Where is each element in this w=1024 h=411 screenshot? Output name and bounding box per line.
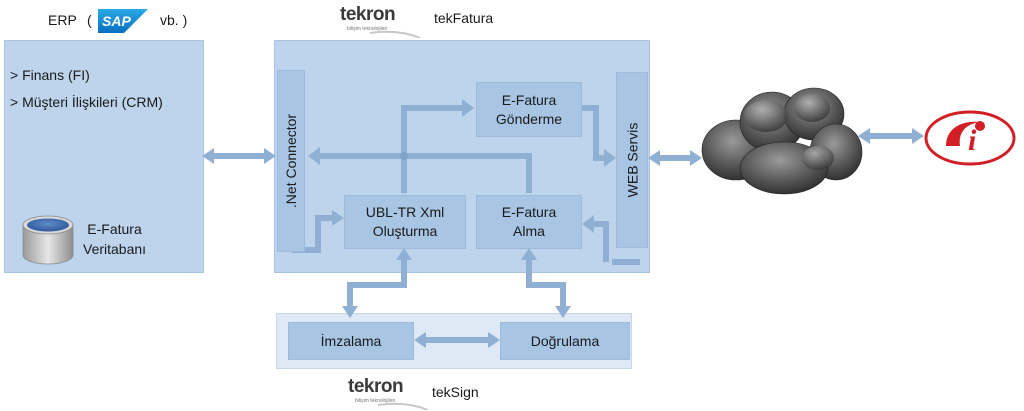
tekron-logo-text-sign: tekron [348, 376, 404, 397]
web-servis-box: WEB Servis [616, 72, 648, 248]
alma-line2: Alma [513, 223, 545, 239]
db-label-line2: Veritabanı [83, 241, 147, 257]
efatura-alma-box: E-Fatura Alma [476, 195, 582, 249]
erp-item-finans: > Finans (FI) [10, 67, 90, 83]
ubl-line1: UBL-TR Xml [365, 204, 445, 220]
erp-panel: > Finans (FI) > Müşteri İlişkileri (CRM)… [4, 40, 204, 273]
imzalama-box: İmzalama [288, 322, 414, 360]
sap-logo: SAP [98, 9, 148, 33]
database-icon [19, 211, 77, 267]
gonderme-line2: Gönderme [495, 110, 563, 127]
erp-paren-open: ( [87, 12, 92, 28]
net-connector-label: .Net Connector [283, 113, 300, 209]
erp-title: ERP [48, 12, 77, 28]
efatura-gonderme-box: E-Fatura Gönderme [476, 82, 582, 137]
ubl-olusturma-box: UBL-TR Xml Oluşturma [344, 195, 466, 249]
erp-item-crm: > Müşteri İlişkileri (CRM) [10, 94, 163, 110]
teksign-title: tekSign [432, 384, 479, 400]
dogrulama-label: Doğrulama [530, 332, 600, 349]
sap-logo-text: SAP [102, 13, 131, 29]
alma-line1: E-Fatura [501, 204, 557, 220]
erp-label: ERP [48, 12, 77, 28]
imzalama-label: İmzalama [320, 332, 382, 349]
ubl-line2: Oluşturma [372, 223, 438, 239]
tekfatura-title: tekFatura [434, 10, 494, 26]
web-servis-label: WEB Servis [624, 122, 640, 198]
gonderme-line1: E-Fatura [501, 91, 557, 108]
tekron-logo-sub: bilişim teknolojileri [347, 26, 388, 32]
tekron-logo-sub-sign: bilişim teknolojileri [355, 398, 396, 404]
gib-logo-text: i [968, 124, 977, 157]
db-label-line1: E-Fatura [87, 221, 142, 237]
gib-logo: i [924, 110, 1016, 166]
tekron-logo-sign: tekron bilişim teknolojileri [348, 376, 430, 410]
tekron-logo-text: tekron [340, 4, 396, 25]
dogrulama-box: Doğrulama [500, 322, 630, 360]
erp-title-suffix: vb. ) [160, 12, 188, 28]
db-label: E-Fatura Veritabanı [83, 219, 146, 259]
net-connector-box: .Net Connector [277, 70, 305, 252]
cloud-icon [696, 80, 864, 200]
